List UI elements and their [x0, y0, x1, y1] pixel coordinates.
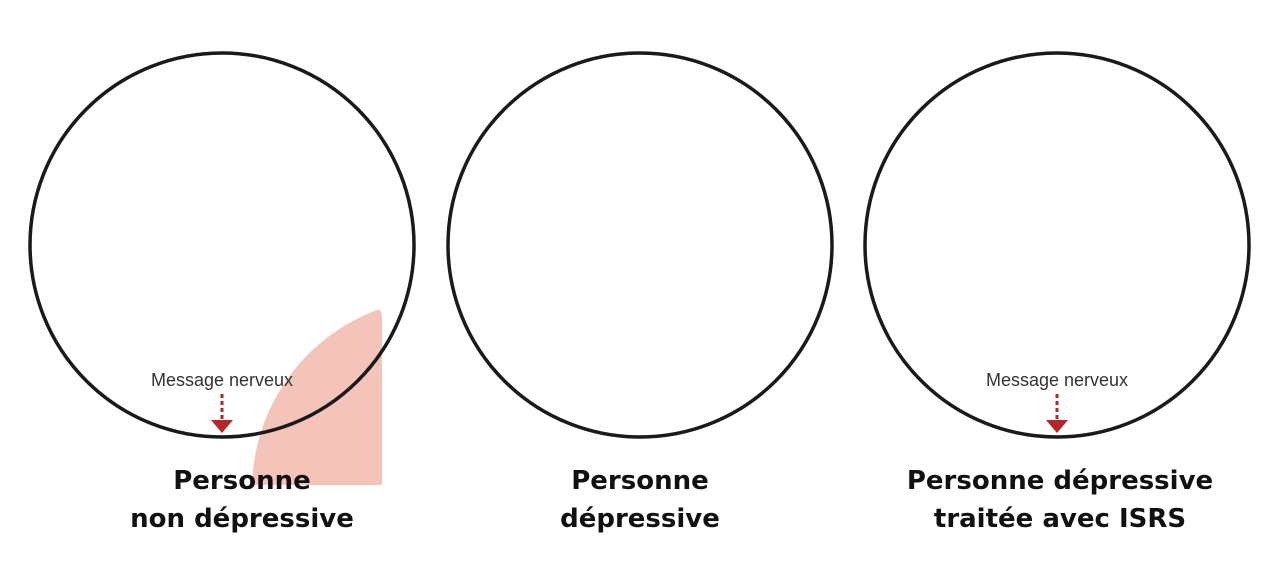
- panel-frame: [863, 51, 1251, 439]
- message-label: Message nerveux: [151, 370, 293, 390]
- caption-ssri-treated: Personne dépressive traitée avec ISRS: [890, 462, 1230, 538]
- caption-line: traitée avec ISRS: [933, 504, 1187, 534]
- message-arrow: [1046, 394, 1068, 433]
- caption-line: Personne: [173, 466, 311, 496]
- message-arrow: [211, 394, 233, 433]
- panel-depressive: [446, 51, 834, 439]
- caption-line: non dépressive: [130, 504, 354, 534]
- synaptic-cleft-neurotransmitters: [161, 254, 269, 324]
- panel-frame: [28, 51, 416, 439]
- caption-depressive: Personne dépressive: [470, 462, 810, 538]
- panel-ssri-treated: Message nerveux: [863, 51, 1251, 439]
- panel-frame: [446, 51, 834, 439]
- caption-line: Personne dépressive: [906, 466, 1214, 496]
- ssri-drug-molecules: [914, 251, 1196, 279]
- panel-non-depressive: Message nerveux: [28, 51, 416, 485]
- synaptic-cleft-neurotransmitters: [985, 260, 1174, 320]
- caption-non-depressive: Personne non dépressive: [72, 462, 412, 538]
- caption-line: Personne: [571, 466, 709, 496]
- caption-line: dépressive: [560, 504, 720, 534]
- reuptake-arrows: [252, 298, 335, 314]
- message-label: Message nerveux: [986, 370, 1128, 390]
- synaptic-cleft-neurotransmitters: [554, 260, 782, 303]
